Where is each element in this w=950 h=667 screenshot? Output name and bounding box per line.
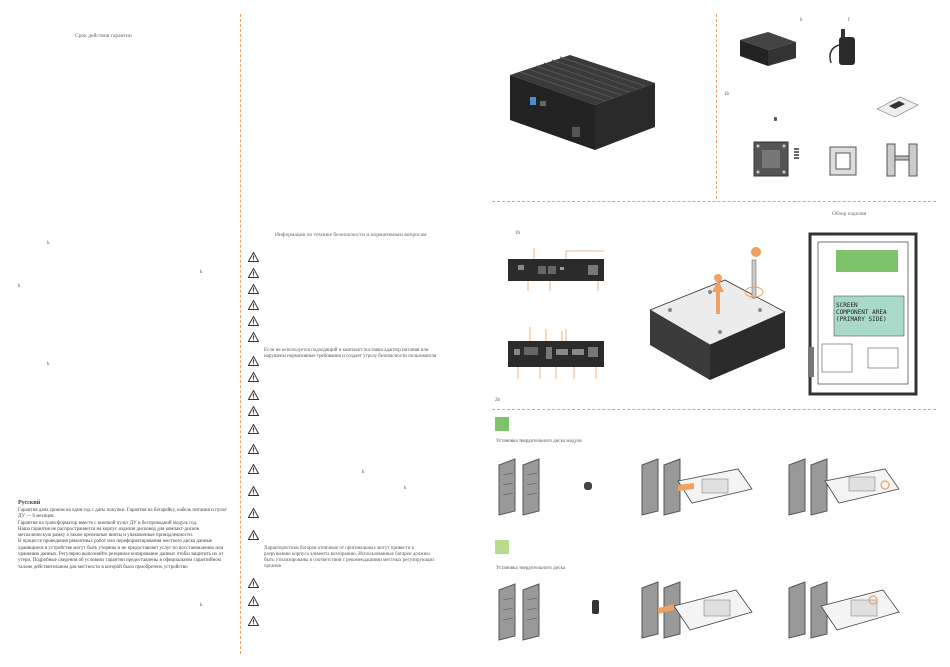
stray-glyph: k: [18, 284, 21, 289]
screw-set-icon: [794, 148, 799, 159]
stray-glyph: k: [200, 603, 203, 608]
vesa-mount-icon: [753, 141, 789, 177]
power-adapter-icon: [829, 29, 855, 65]
ssd-insert-diagram-2: [641, 581, 753, 639]
screw-icon: [774, 117, 777, 121]
step2-caption: Установка твердотельного диска: [496, 566, 566, 571]
stray-glyph: k: [404, 486, 407, 491]
package-letter-f: f: [848, 18, 850, 23]
label-1b: 1b: [724, 92, 729, 97]
spacer-icon: [592, 600, 599, 614]
section-divider-bottom: [492, 409, 936, 410]
standoff-icon: [584, 482, 592, 490]
board-label-line: COMPONENT AREA: [836, 309, 887, 316]
section-divider-top: [492, 201, 936, 202]
device-hero-image: [510, 55, 655, 150]
section-title-russian: Русский: [18, 500, 41, 506]
mount-bracket-icon: [829, 146, 857, 176]
ssd-secure-diagram-2: [788, 581, 900, 639]
warranty-paragraph: Гарантия дана сроком на один год с даты …: [18, 508, 227, 520]
board-label: SCREEN COMPONENT AREA (PRIMARY SIDE): [836, 302, 887, 323]
board-label-line: SCREEN: [836, 302, 858, 309]
step1-badge: [495, 417, 509, 431]
label-2b: 2b: [495, 398, 500, 403]
stray-glyph: k: [47, 241, 50, 246]
stray-glyph: k: [200, 270, 203, 275]
step1-caption: Установка твердотельного диска модуля: [496, 439, 582, 444]
warranty-header: Срок действия гарантии: [75, 33, 132, 39]
internal-board-diagram: [808, 232, 918, 396]
column-divider-1: [240, 14, 241, 654]
ssd-insert-diagram-1: [641, 458, 753, 516]
stray-glyph: k: [47, 362, 50, 367]
package-letter-b: b: [800, 18, 803, 23]
ssd-secure-diagram-1: [788, 458, 900, 516]
column-divider-2: [716, 14, 717, 199]
ssd-slot-diagram-1: [498, 458, 540, 516]
safety-note-adapter: Если не используется подходящий и компле…: [264, 348, 437, 359]
safety-note-battery: Характеристики батареи отличные от ориги…: [264, 546, 435, 569]
manual-icon: [876, 96, 919, 118]
ssd-slot-diagram-2: [498, 583, 540, 641]
rear-panel-diagram: [508, 327, 604, 379]
wall-bracket-icon: [886, 143, 918, 177]
package-device-icon: [740, 32, 796, 66]
warranty-text: Гарантия дана сроком на один год с даты …: [18, 508, 233, 571]
safety-header: Информация по технике безопасности и нор…: [275, 232, 427, 238]
warranty-paragraph: В процессе проведения ремонтных работ ил…: [18, 539, 224, 570]
warranty-paragraph: Гарантия на трансформатор вместе с кнопк…: [18, 520, 198, 526]
label-1b-overview: 1b: [515, 231, 520, 236]
step2-badge: [495, 540, 509, 554]
front-panel-diagram: [508, 248, 604, 291]
board-label-line: (PRIMARY SIDE): [836, 316, 887, 323]
stray-glyph: k: [362, 470, 365, 475]
overview-title: Обзор изделия: [832, 211, 867, 217]
open-case-diagram: [649, 247, 786, 380]
warranty-paragraph: Наша гарантия не распространяется на кор…: [18, 526, 200, 539]
